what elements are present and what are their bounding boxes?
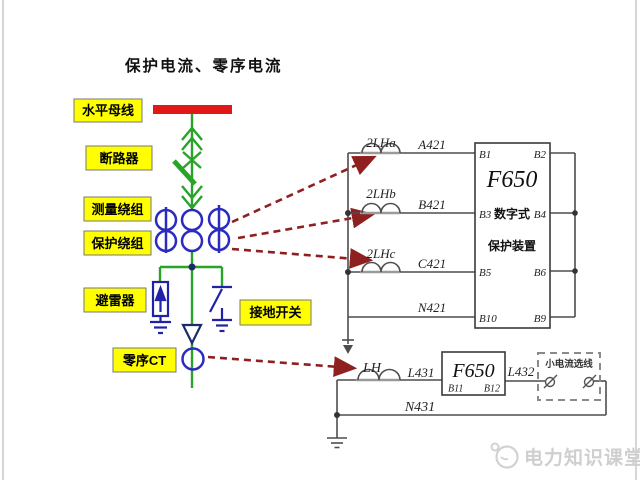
coil-label-2lha: 2LHa: [366, 135, 396, 150]
wire-label-a421: A421: [417, 137, 445, 152]
bus-end-arrow-icon: [343, 345, 353, 354]
line-selection-label: 小电流选线: [544, 358, 593, 370]
wire-label-b421: B421: [418, 197, 445, 212]
svg-text:测量绕组: 测量绕组: [91, 202, 143, 217]
relay-desc-2: 保护装置: [487, 238, 536, 253]
label-breaker: 断路器: [85, 145, 153, 171]
svg-text:断路器: 断路器: [99, 151, 139, 166]
arrester-symbol: [150, 280, 171, 335]
coil-2lhb-icon: [361, 202, 401, 214]
zero-ct-circle: [181, 347, 205, 371]
ground-switch-symbol: [209, 285, 232, 333]
drawout-contact-down-icon: [181, 185, 203, 200]
svg-text:零序CT: 零序CT: [122, 353, 166, 368]
zero-relay-model: F650: [451, 360, 494, 382]
terminal-b9: B9: [534, 313, 547, 325]
wire-label-c421: C421: [418, 256, 446, 271]
terminal-b3: B3: [479, 209, 492, 221]
arrow-to-2lha: [231, 155, 377, 224]
terminal-b11: B11: [448, 384, 463, 395]
cable-termination-icon: [181, 323, 203, 346]
svg-text:避雷器: 避雷器: [95, 293, 135, 308]
relay-box-f650-zero: F650 B11 B12: [441, 351, 506, 396]
label-protect-winding: 保护绕组: [83, 230, 152, 256]
circuit-breaker-symbol: [172, 159, 197, 186]
arrow-to-lh: [207, 355, 358, 377]
ct-circle-protect-mid: [180, 229, 204, 253]
relay-model: F650: [486, 167, 538, 193]
junction-dot: [188, 263, 196, 271]
phase-secondary-circuit: [342, 142, 576, 344]
watermark: 电力知识课堂: [490, 442, 640, 469]
ct-circle-protect-left: [154, 229, 178, 253]
callout-labels: 水平母线 断路器 测量绕组 保护绕组 避雷器 接地开关: [73, 98, 312, 373]
line-selection-box: 小电流选线: [537, 352, 601, 401]
arrow-to-2lhb: [237, 207, 376, 240]
junction-dot: [345, 269, 351, 275]
svg-text:水平母线: 水平母线: [82, 103, 134, 118]
drawout-contact-up-icon: [181, 126, 203, 141]
page-title: 保护电流、零序电流: [124, 56, 283, 75]
zero-seq-circuit: [327, 368, 607, 449]
label-zero-ct: 零序CT: [112, 347, 177, 373]
wire-label-l432: L432: [507, 364, 535, 379]
svg-text:保护绕组: 保护绕组: [90, 236, 143, 251]
terminal-b4: B4: [534, 209, 547, 221]
coil-lh-icon: [357, 368, 401, 381]
junction-dot: [572, 268, 578, 274]
label-ground-switch: 接地开关: [239, 299, 312, 326]
ct-circle-protect-right: [207, 228, 231, 252]
junction-dot: [334, 412, 340, 418]
terminal-b12: B12: [484, 384, 500, 395]
coil-2lha-icon: [361, 142, 401, 154]
coil-label-lh: LH: [362, 361, 382, 376]
terminal-b10: B10: [479, 313, 497, 325]
terminal-b6: B6: [534, 267, 547, 279]
watermark-text: 电力知识课堂: [524, 446, 640, 469]
terminal-b2: B2: [534, 149, 547, 161]
relay-box-f650: B1 B2 F650 B3 数字式 B4 保护装置 B5 B6 B10 B9: [474, 142, 551, 329]
busbar-symbol: [153, 105, 232, 114]
terminal-b1: B1: [479, 149, 491, 161]
wire-label-l431: L431: [407, 365, 435, 380]
relay-desc-1: 数字式: [494, 206, 530, 221]
junction-dot: [572, 210, 578, 216]
coil-label-2lhb: 2LHb: [366, 186, 396, 201]
wire-label-n431: N431: [404, 400, 435, 415]
terminal-b5: B5: [479, 267, 492, 279]
svg-text:接地开关: 接地开关: [249, 305, 301, 320]
coil-label-2lhc: 2LHc: [367, 246, 396, 261]
selection-terminals: [543, 374, 597, 389]
coil-2lhc-icon: [361, 261, 401, 273]
label-arrester: 避雷器: [83, 287, 147, 313]
right-edge-line: [635, 0, 637, 480]
watermark-logo-icon: [495, 445, 519, 469]
arrow-to-lhc: [231, 247, 374, 269]
single-line-diagram: [150, 105, 232, 388]
junction-dot: [345, 210, 351, 216]
ct-windings: [154, 205, 231, 253]
ct-circle-measure-mid: [180, 208, 204, 232]
label-busbar: 水平母线: [73, 98, 143, 123]
label-measure-winding: 测量绕组: [83, 196, 152, 222]
wire-label-n421: N421: [417, 300, 446, 315]
left-edge-line: [2, 0, 4, 480]
